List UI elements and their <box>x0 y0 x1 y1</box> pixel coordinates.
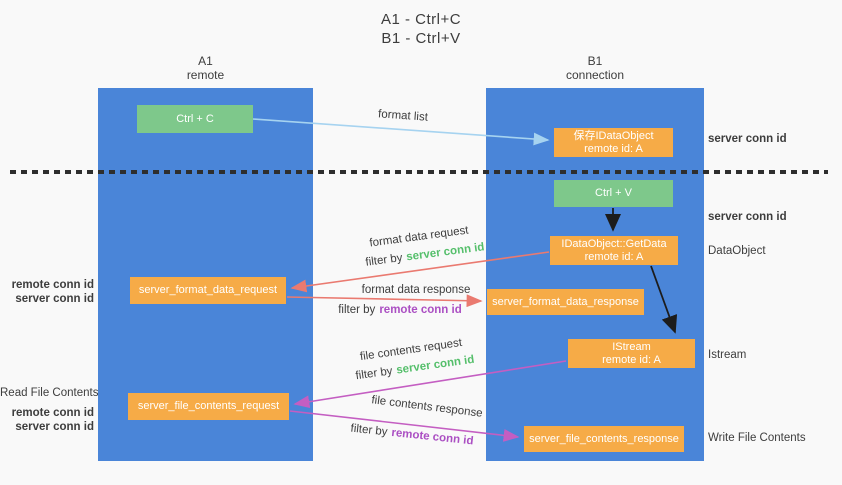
right-label-dataobject: DataObject <box>708 245 766 257</box>
edge-label-text: file contents response <box>370 394 484 420</box>
right-label-write-file-contents: Write File Contents <box>708 432 806 444</box>
lifeline-header-a1: A1 remote <box>98 54 313 82</box>
right-label-server-conn-id-2: server conn id <box>708 211 787 223</box>
node-label: server_file_contents_request <box>137 400 280 412</box>
filter-by-text: filter by <box>364 252 404 269</box>
lifeline-a1-name: A1 <box>198 54 213 68</box>
right-label-istream: Istream <box>708 349 747 361</box>
node-server-file-contents-request: server_file_contents_request <box>128 393 289 420</box>
node-label: Ctrl + C <box>176 112 214 125</box>
edge-label-format-list: format list <box>378 108 429 123</box>
node-label: IStream <box>612 340 651 353</box>
node-idataobject-getdata: IDataObject::GetData remote id: A <box>550 236 678 265</box>
edge-label-text: format list <box>377 108 429 124</box>
node-sublabel: remote id: A <box>602 353 661 366</box>
left-label-read-file-contents: Read File Contents <box>0 387 99 399</box>
node-server-file-contents-response: server_file_contents_response <box>524 426 684 452</box>
node-label: server_format_data_response <box>492 295 639 308</box>
lifeline-b1-name: B1 <box>587 54 603 68</box>
node-label: server_file_contents_response <box>529 432 679 445</box>
node-server-format-data-response: server_format_data_response <box>487 289 644 315</box>
right-label-server-conn-id-1: server conn id <box>708 133 787 145</box>
node-sublabel: remote id: A <box>584 250 644 263</box>
remote-conn-id-text: remote conn id <box>390 426 475 448</box>
node-label: 保存IDataObject <box>573 129 654 142</box>
node-ctrl-v: Ctrl + V <box>554 180 673 207</box>
node-save-idataobject: 保存IDataObject remote id: A <box>554 128 673 157</box>
node-label: server_format_data_request <box>138 284 278 296</box>
lifeline-header-b1: B1 connection <box>486 54 704 82</box>
filter-by-text: filter by <box>349 422 389 439</box>
node-sublabel: remote id: A <box>584 142 643 155</box>
title-line-1: A1 - Ctrl+C <box>380 11 462 28</box>
node-server-format-data-request: server_format_data_request <box>130 277 286 304</box>
left-label-remote-conn-id-1: remote conn id <box>11 279 94 291</box>
filter-by-text: filter by <box>354 365 394 383</box>
left-label-server-conn-id-2: server conn id <box>15 421 94 433</box>
node-istream: IStream remote id: A <box>568 339 695 368</box>
remote-conn-id-text: remote conn id <box>379 304 462 316</box>
session-divider-dotted-line <box>10 170 828 174</box>
lifeline-b1-role: connection <box>565 68 625 82</box>
node-ctrl-c: Ctrl + C <box>137 105 253 133</box>
left-label-server-conn-id-1: server conn id <box>15 293 94 305</box>
edge-label-text: format data response <box>361 284 471 296</box>
diagram-title: A1 - Ctrl+C B1 - Ctrl+V <box>0 10 842 48</box>
edge-label-format-data-response: format data response <box>362 284 471 296</box>
filter-by-text: filter by <box>338 304 376 316</box>
server-conn-id-text: server conn id <box>395 353 476 377</box>
lifeline-a1-role: remote <box>186 68 225 82</box>
node-label: IDataObject::GetData <box>561 237 667 250</box>
node-label: Ctrl + V <box>595 187 632 199</box>
arrow-format-data-response <box>286 294 483 308</box>
edge-label-file-contents-response: file contents response <box>371 394 484 420</box>
server-conn-id-text: server conn id <box>405 241 486 264</box>
left-label-remote-conn-id-2: remote conn id <box>11 407 94 419</box>
title-line-2: B1 - Ctrl+V <box>381 30 461 47</box>
